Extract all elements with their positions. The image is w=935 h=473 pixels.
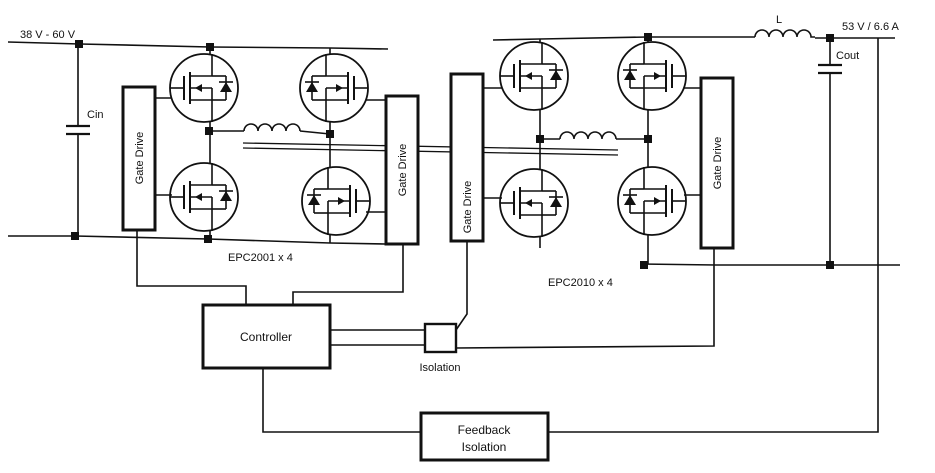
cin-label: Cin: [87, 109, 104, 121]
output-inductor: [754, 29, 815, 38]
inductor-label: L: [776, 14, 782, 26]
gate-drive-secondary-right-label: Gate Drive: [712, 137, 724, 190]
cout-label: Cout: [836, 50, 859, 62]
primary-fet-q3: [300, 54, 368, 122]
secondary-fets-label: EPC2010 x 4: [548, 277, 613, 289]
gate-drive-secondary-left: Gate Drive: [449, 72, 485, 243]
gate-drive-primary-right: Gate Drive: [384, 94, 420, 246]
junction-dots: [71, 33, 834, 269]
primary-fet-q1: [169, 53, 239, 123]
controller-block: Controller: [201, 303, 332, 370]
secondary-fet-q5: [499, 41, 569, 111]
feedback-label-line2: Isolation: [462, 440, 507, 454]
isolation-block: Isolation: [420, 322, 461, 374]
output-rails: [492, 36, 900, 266]
gate-drive-primary-left-label: Gate Drive: [134, 132, 146, 185]
gate-drive-secondary-right: Gate Drive: [699, 76, 735, 250]
output-capacitor-cout: [818, 38, 842, 265]
primary-fet-q4: [302, 167, 370, 235]
isolation-label: Isolation: [420, 362, 461, 374]
primary-bridge: [169, 47, 370, 243]
secondary-fet-q6: [499, 168, 569, 238]
feedback-label-line1: Feedback: [458, 423, 512, 437]
primary-fet-q2: [169, 162, 239, 232]
input-capacitor-cin: [66, 44, 90, 236]
feedback-isolation-block: Feedback Isolation: [419, 411, 550, 462]
primary-fets-label: EPC2001 x 4: [228, 252, 293, 264]
secondary-fet-q8: [618, 167, 686, 235]
gate-drive-primary-right-label: Gate Drive: [397, 144, 409, 197]
controller-label: Controller: [240, 330, 292, 344]
output-rating-label: 53 V / 6.6 A: [842, 21, 900, 33]
transformer: [242, 142, 619, 156]
secondary-fet-q7: [618, 42, 686, 110]
gate-drive-links: [155, 87, 702, 213]
input-voltage-label: 38 V - 60 V: [20, 29, 76, 41]
gate-drive-primary-left: Gate Drive: [121, 85, 157, 232]
secondary-bridge: [499, 37, 686, 264]
control-wiring: [136, 38, 879, 433]
gate-drive-secondary-left-label: Gate Drive: [462, 181, 474, 234]
